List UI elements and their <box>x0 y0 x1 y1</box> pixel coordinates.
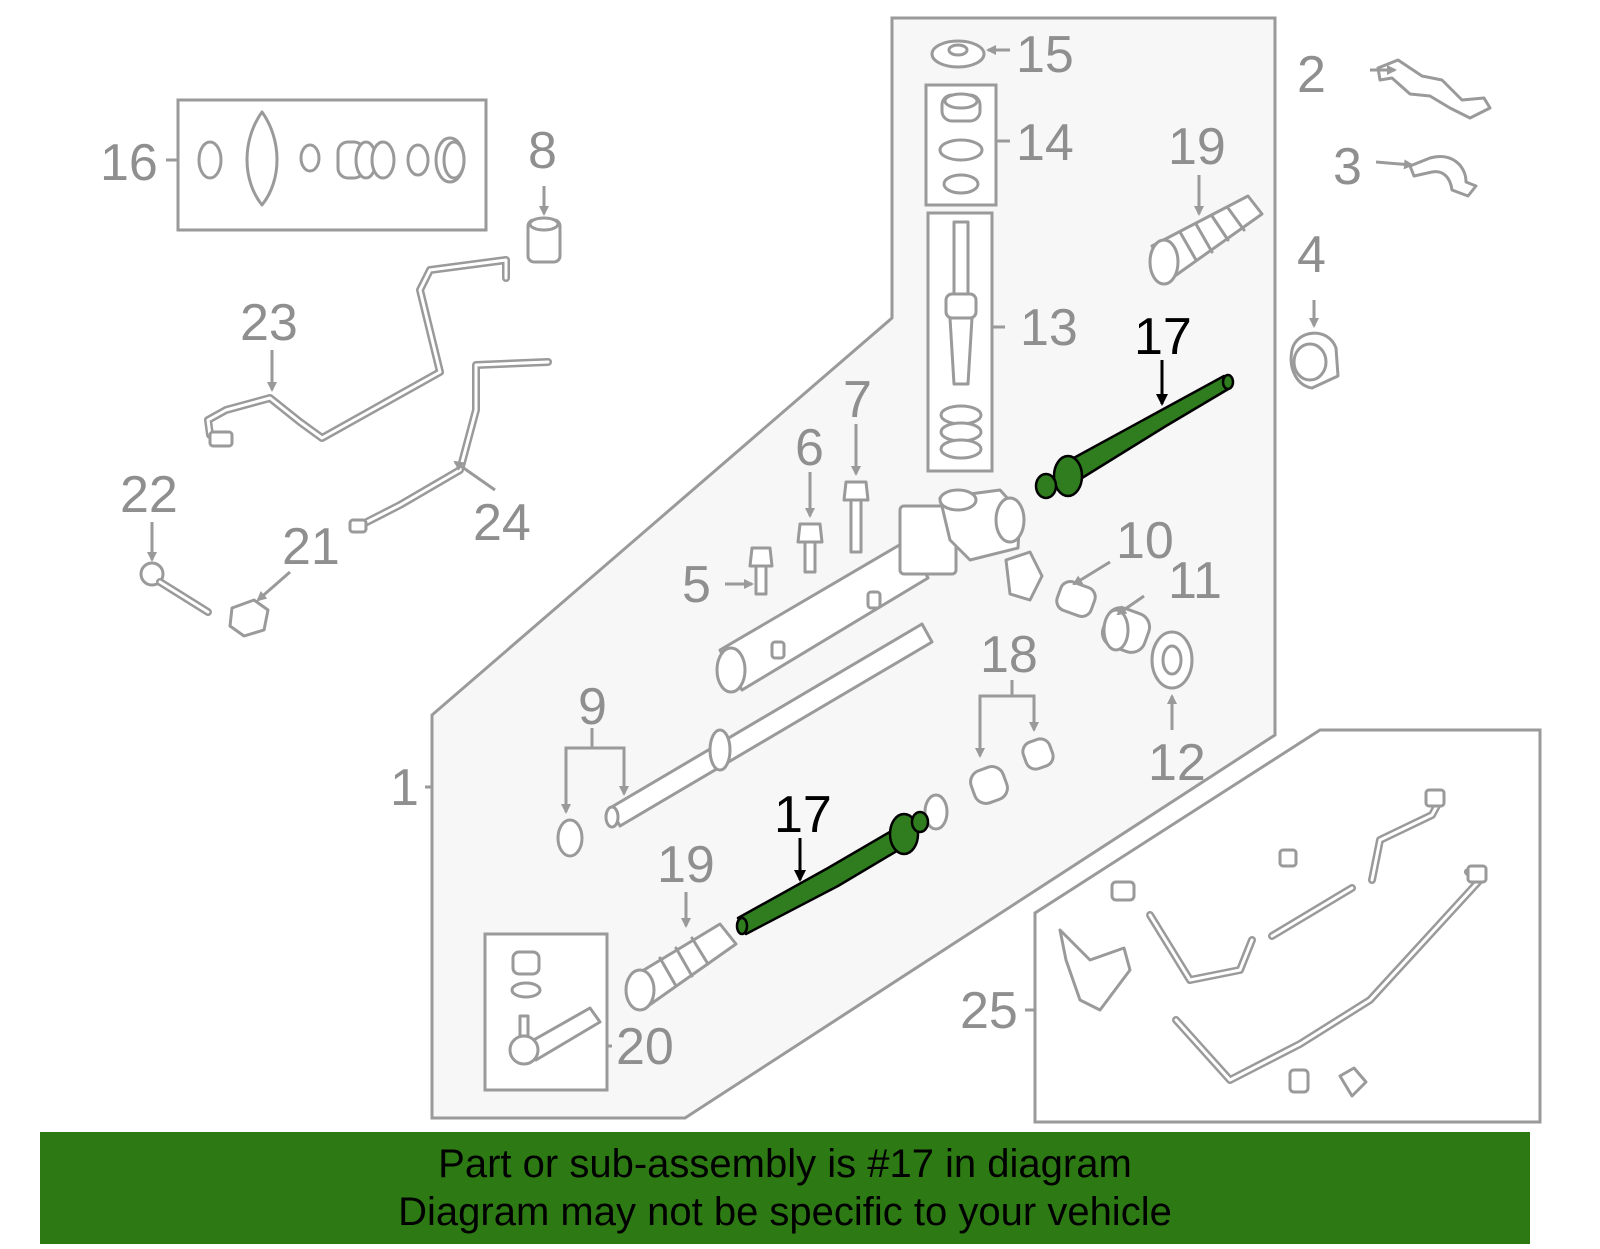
part-11-drawing <box>1100 606 1152 654</box>
callout-2: 2 <box>1297 46 1326 104</box>
part-8-drawing <box>526 216 562 264</box>
notice-banner: Part or sub-assembly is #17 in diagram D… <box>40 1132 1530 1244</box>
part-2-drawing <box>1376 58 1492 120</box>
part-23-pipe-drawing <box>204 256 510 448</box>
callout-8: 8 <box>528 122 557 180</box>
callout-13: 13 <box>1020 299 1078 357</box>
callout-19-upper: 19 <box>1168 118 1226 176</box>
callout-22: 22 <box>120 466 178 524</box>
part-3-drawing <box>1408 155 1478 198</box>
part-18-drawing <box>923 737 1055 831</box>
callout-14: 14 <box>1016 114 1074 172</box>
part-4-drawing <box>1289 331 1340 390</box>
callout-16: 16 <box>100 134 158 192</box>
assembly-1-frame <box>430 16 1277 1120</box>
part-15-drawing <box>930 39 986 69</box>
part-14-drawing <box>938 92 984 195</box>
seal-kit-16-parts <box>197 110 466 207</box>
callout-1: 1 <box>390 759 419 817</box>
part-6-drawing <box>796 522 824 574</box>
part-24-pipe-drawing <box>348 358 552 534</box>
banner-line-disclaimer: Diagram may not be specific to your vehi… <box>398 1190 1172 1234</box>
part-17-upper-highlight <box>1034 373 1235 500</box>
part-19-upper-drawing <box>1148 194 1264 286</box>
leader-lines <box>147 45 1414 1048</box>
callout-3: 3 <box>1333 138 1362 196</box>
callout-18: 18 <box>980 626 1038 684</box>
callout-10: 10 <box>1116 512 1174 570</box>
callout-24: 24 <box>473 494 531 552</box>
part-9-drawing <box>556 622 934 858</box>
callout-5: 5 <box>682 556 711 614</box>
part-25-pipes-drawing <box>1058 788 1488 1098</box>
seal-kit-16-frame <box>176 98 488 232</box>
part-20-drawing <box>508 950 602 1066</box>
part-7-drawing <box>842 480 870 554</box>
callout-7: 7 <box>843 371 872 429</box>
callout-11: 11 <box>1168 552 1222 610</box>
callout-21: 21 <box>282 518 340 576</box>
callout-17-upper: 17 <box>1134 308 1192 366</box>
part-13-drawing <box>939 220 983 460</box>
part-19-lower-drawing <box>624 922 738 1012</box>
callout-23: 23 <box>240 294 298 352</box>
callout-15: 15 <box>1016 26 1074 84</box>
callout-6: 6 <box>795 419 824 477</box>
part-5-drawing <box>748 546 774 596</box>
callout-12: 12 <box>1148 734 1206 792</box>
callout-25: 25 <box>960 982 1018 1040</box>
callout-20: 20 <box>616 1018 674 1076</box>
callout-17-lower: 17 <box>774 786 832 844</box>
gear-housing-drawing <box>715 488 1026 694</box>
callout-19-lower: 19 <box>657 836 715 894</box>
part-22-drawing <box>139 561 212 616</box>
callout-9: 9 <box>578 678 607 736</box>
part-21-drawing <box>228 598 270 638</box>
part-17-lower-highlight <box>735 810 930 936</box>
callout-4: 4 <box>1297 226 1326 284</box>
part-12-drawing <box>1150 630 1194 690</box>
banner-line-part-number: Part or sub-assembly is #17 in diagram <box>438 1142 1132 1186</box>
